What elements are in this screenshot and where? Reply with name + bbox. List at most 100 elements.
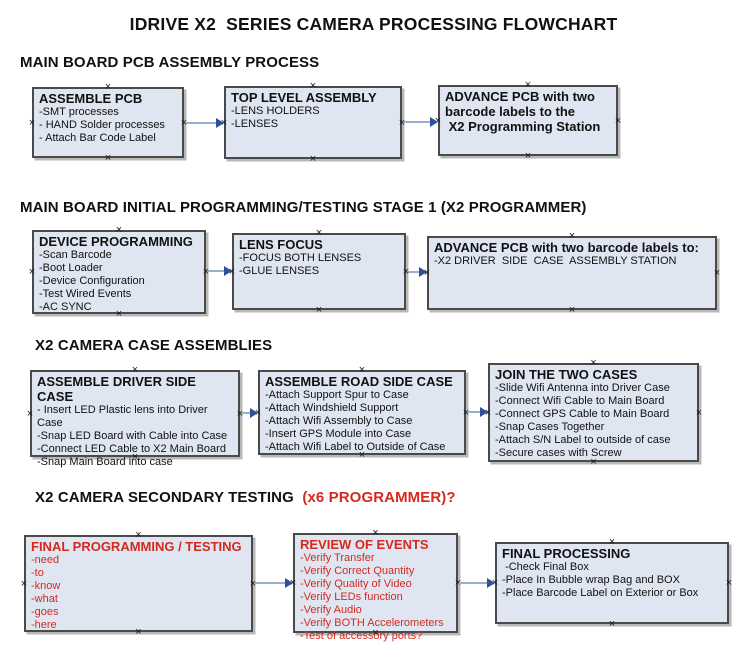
connector-x-icon — [27, 267, 37, 277]
connector-x-icon — [314, 305, 324, 315]
box-line: -what — [31, 593, 58, 605]
box-line: -need — [31, 554, 60, 566]
box-line: -FOCUS BOTH LENSES — [239, 252, 362, 264]
connector-x-icon — [724, 578, 734, 588]
box-lines: -Attach Support Spur to Case-Attach Wind… — [265, 389, 459, 454]
arrowhead-icon — [285, 578, 293, 588]
box-line: -Verify LEDs function — [300, 591, 403, 603]
arrowhead-icon — [487, 578, 495, 588]
connector-x-icon — [523, 151, 533, 161]
box-line: -Verify Correct Quantity — [300, 565, 415, 577]
box-line: -Attach Support Spur to Case — [265, 389, 409, 401]
arrowhead-icon — [216, 118, 224, 128]
flow-box-assemble-driver-side-case: ASSEMBLE DRIVER SIDE CASE - Insert LED P… — [30, 370, 240, 468]
flow-box-final-programming-testing: FINAL PROGRAMMING / TESTING -need-to-kno… — [24, 535, 253, 632]
box-line: -Test Wired Events — [39, 288, 132, 300]
box-title: ADVANCE PCB with two barcode labels to: — [434, 240, 699, 255]
section-heading-initial-programming: MAIN BOARD INITIAL PROGRAMMING/TESTING S… — [20, 199, 587, 216]
box-line: -Verify BOTH Accelerometers — [300, 617, 444, 629]
flow-arrow — [208, 266, 232, 276]
box-lines: -Scan Barcode-Boot Loader-Device Configu… — [39, 249, 199, 314]
connector-x-icon — [27, 118, 37, 128]
flow-box-device-programming: DEVICE PROGRAMMING -Scan Barcode-Boot Lo… — [32, 230, 206, 314]
flow-box-assemble-road-side-case: ASSEMBLE ROAD SIDE CASE -Attach Support … — [258, 370, 466, 455]
flow-arrow — [255, 578, 293, 588]
box-line: -Attach Windshield Support — [265, 402, 399, 414]
box-line: -Place Barcode Label on Exterior or Box — [502, 587, 699, 599]
box-title: LENS FOCUS — [239, 237, 323, 252]
box-line: -Check Final Box — [502, 561, 589, 573]
box-title: ASSEMBLE DRIVER SIDE CASE — [37, 374, 200, 404]
box-line: -Connect GPS Cable to Main Board — [495, 408, 670, 420]
flow-box-assemble-pcb: ASSEMBLE PCB -SMT processes- HAND Solder… — [32, 87, 184, 158]
box-line: -Connect Wifi Cable to Main Board — [495, 395, 665, 407]
box-line: -Device Configuration — [39, 275, 145, 287]
box-line: -Verify Transfer — [300, 552, 375, 564]
flow-arrow — [242, 408, 258, 418]
box-lines: -SMT processes- HAND Solder processes- A… — [39, 106, 177, 145]
box-line: -Secure cases with Screw — [495, 447, 622, 459]
box-line: -Attach S/N Label to outside of case — [495, 434, 671, 446]
flow-arrow — [186, 118, 224, 128]
flow-box-review-of-events: REVIEW OF EVENTS -Verify Transfer-Verify… — [293, 533, 458, 642]
page-title: IDRIVE X2 SERIES CAMERA PROCESSING FLOWC… — [129, 14, 618, 34]
box-lines: -Verify Transfer-Verify Correct Quantity… — [300, 552, 451, 643]
box-lines: -Check Final Box-Place In Bubble wrap Ba… — [502, 561, 722, 600]
box-title: ADVANCE PCB with two barcode labels to t… — [445, 89, 601, 134]
arrowhead-icon — [430, 117, 438, 127]
flow-box-advance-pcb-driver-side-station: ADVANCE PCB with two barcode labels to: … — [427, 236, 717, 310]
section-heading-pcb-assembly: MAIN BOARD PCB ASSEMBLY PROCESS — [20, 54, 320, 71]
section-heading-secondary-testing: X2 CAMERA SECONDARY TESTING (x6 PROGRAMM… — [35, 489, 456, 506]
box-line: - HAND Solder processes — [39, 119, 165, 131]
box-lines: -X2 DRIVER SIDE CASE ASSEMBLY STATION — [434, 255, 710, 268]
box-line: -Insert GPS Module into Case — [265, 428, 412, 440]
box-line: -Verify Audio — [300, 604, 362, 616]
box-line: -SMT processes — [39, 106, 119, 118]
heading-black-part: X2 CAMERA SECONDARY TESTING — [35, 489, 303, 506]
box-line: -Verify Quality of Video — [300, 578, 412, 590]
flow-arrow — [468, 407, 488, 417]
box-line: -here — [31, 619, 57, 631]
flow-box-join-the-two-cases: JOIN THE TWO CASES -Slide Wifi Antenna i… — [488, 363, 699, 462]
box-title: ASSEMBLE PCB — [39, 91, 143, 106]
box-line: -LENS HOLDERS — [231, 105, 320, 117]
box-title: DEVICE PROGRAMMING — [39, 234, 193, 249]
connector-x-icon — [694, 408, 704, 418]
connector-x-icon — [567, 305, 577, 315]
connector-x-icon — [607, 619, 617, 629]
box-title: ASSEMBLE ROAD SIDE CASE — [265, 374, 453, 389]
arrowhead-icon — [480, 407, 488, 417]
box-lines: -LENS HOLDERS-LENSES — [231, 105, 395, 131]
box-line: -Attach Wifi Assembly to Case — [265, 415, 413, 427]
box-line: -Attach Wifi Label to Outside of Case — [265, 441, 446, 453]
heading-red-part: (x6 PROGRAMMER)? — [302, 489, 456, 506]
connector-x-icon — [613, 116, 623, 126]
box-title: REVIEW OF EVENTS — [300, 537, 429, 552]
box-line: -Snap Cases Together — [495, 421, 605, 433]
box-lines: -Slide Wifi Antenna into Driver Case-Con… — [495, 382, 692, 460]
box-line: - Insert LED Plastic lens into Driver Ca… — [37, 404, 211, 429]
flow-box-top-level-assembly: TOP LEVEL ASSEMBLY -LENS HOLDERS-LENSES — [224, 86, 402, 159]
connector-x-icon — [103, 153, 113, 163]
box-line: -Place In Bubble wrap Bag and BOX — [502, 574, 680, 586]
box-lines: -need-to-know-what-goes-here — [31, 554, 246, 632]
box-line: - Attach Bar Code Label — [39, 132, 156, 144]
connector-x-icon — [712, 268, 722, 278]
box-line: -X2 DRIVER SIDE CASE ASSEMBLY STATION — [434, 255, 677, 267]
box-line: -GLUE LENSES — [239, 265, 320, 277]
flow-arrow — [404, 117, 438, 127]
box-title: TOP LEVEL ASSEMBLY — [231, 90, 377, 105]
box-line: -Snap Main Board into case — [37, 456, 173, 468]
box-line: -LENSES — [231, 118, 279, 130]
section-heading-case-assemblies: X2 CAMERA CASE ASSEMBLIES — [35, 337, 273, 354]
flow-arrow — [408, 267, 427, 277]
flow-box-lens-focus: LENS FOCUS -FOCUS BOTH LENSES-GLUE LENSE… — [232, 233, 406, 310]
box-line: -Slide Wifi Antenna into Driver Case — [495, 382, 670, 394]
flow-box-final-processing: FINAL PROCESSING -Check Final Box-Place … — [495, 542, 729, 624]
connector-x-icon — [25, 409, 35, 419]
arrowhead-icon — [224, 266, 232, 276]
box-lines: -FOCUS BOTH LENSES-GLUE LENSES — [239, 252, 399, 278]
box-line: -goes — [31, 606, 59, 618]
flow-box-advance-pcb-programming-station: ADVANCE PCB with two barcode labels to t… — [438, 85, 618, 156]
